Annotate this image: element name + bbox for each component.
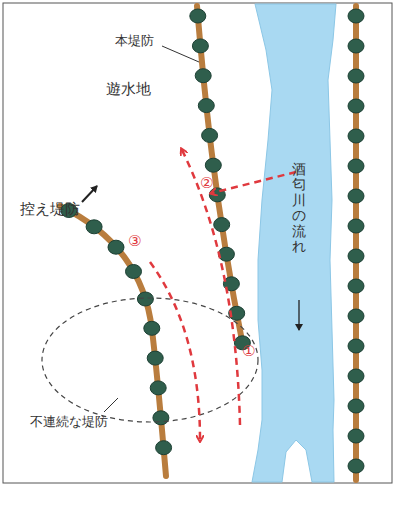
levee-block <box>348 309 364 323</box>
levee-block <box>348 279 364 293</box>
levee-block <box>348 219 364 233</box>
levee-block <box>192 39 208 53</box>
levee-block <box>348 69 364 83</box>
levee-block <box>348 39 364 53</box>
levee-block <box>214 218 230 232</box>
levee-block <box>195 69 211 83</box>
levee-block <box>348 459 364 473</box>
leader-line <box>104 398 118 412</box>
flow-direction-arrow <box>298 300 299 330</box>
levee-label: 控え堤防 <box>20 200 80 219</box>
pointer-arrow <box>82 186 97 202</box>
levee-block <box>108 240 124 254</box>
levee-block <box>348 429 364 443</box>
levee-block <box>348 189 364 203</box>
callout-number: ① <box>242 342 255 360</box>
levee-block <box>190 9 206 23</box>
main-levee <box>197 6 243 346</box>
levee-block <box>86 220 102 234</box>
levee-block <box>150 381 166 395</box>
levee-block <box>348 249 364 263</box>
levee-block <box>348 9 364 23</box>
flow-arrow-1 <box>182 150 240 425</box>
levee-block <box>202 128 218 142</box>
levee-label: 不連続な堤防 <box>30 413 108 431</box>
frame <box>3 3 392 483</box>
flow-arrow-2 <box>212 172 296 193</box>
levee-block <box>348 99 364 113</box>
flow-arrow-3 <box>150 262 200 440</box>
levee-block <box>348 129 364 143</box>
levee-block <box>198 99 214 113</box>
levee-block <box>348 399 364 413</box>
callout-number: ② <box>200 174 213 192</box>
area-label: 遊水地 <box>106 80 151 99</box>
levee-block <box>153 411 169 425</box>
levee-block <box>205 158 221 172</box>
river-label: 酒匂川の流れ <box>292 162 306 254</box>
levee-block <box>137 292 153 306</box>
levee-block <box>147 351 163 365</box>
levee-block <box>348 369 364 383</box>
discontinuity-circle <box>42 298 258 422</box>
levee-label: 本堤防 <box>115 32 154 50</box>
levee-block <box>348 159 364 173</box>
callout-number: ③ <box>128 232 141 250</box>
levee-block <box>126 265 142 279</box>
levee-block <box>144 321 160 335</box>
levee-block <box>348 339 364 353</box>
levee-block <box>218 247 234 261</box>
river <box>252 4 336 482</box>
leader-line <box>162 46 199 62</box>
control-levee <box>60 206 166 476</box>
levee-block <box>156 441 172 455</box>
